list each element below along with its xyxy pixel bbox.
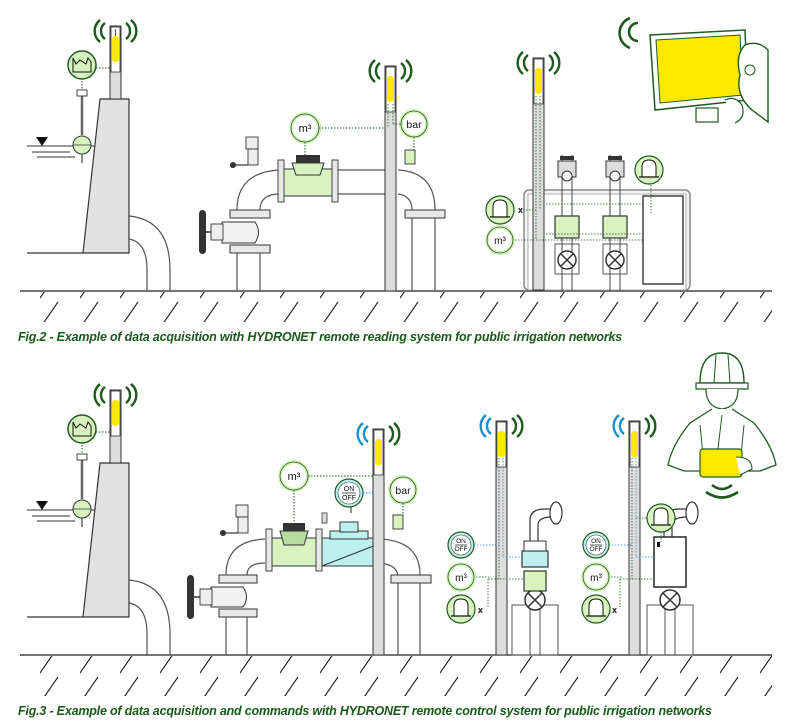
operator-monitor-illustration	[618, 16, 769, 124]
pressure-sensor-badge: bar	[399, 109, 429, 150]
ground	[20, 290, 772, 322]
alarm-bell-badge: x	[446, 594, 483, 624]
hydrant-cabinet-station	[523, 155, 691, 291]
alarm-bell-badge	[646, 503, 676, 542]
wireless-signal-icon	[93, 383, 138, 407]
level-gauge-icon	[67, 50, 113, 80]
wireless-signal-icon	[368, 59, 413, 83]
field-engineer-tablet-illustration	[667, 352, 777, 499]
figure-3-caption: Fig.3 - Example of data acquisition and …	[18, 704, 712, 718]
volume-label: m³	[299, 123, 312, 135]
wireless-signal-icon	[612, 414, 657, 438]
volume-meter-badge: m³	[278, 460, 378, 523]
antenna-unit-3	[488, 420, 524, 656]
on-off-command-badge: ON OFF	[582, 531, 632, 559]
volume-label: m³	[494, 236, 506, 247]
wireless-signal-icon	[516, 51, 561, 75]
level-gauge-icon	[67, 414, 113, 444]
wireless-signal-icon	[705, 483, 739, 499]
pressure-label: bar	[406, 119, 422, 131]
figure-2-remote-reading: m³ bar	[0, 0, 792, 325]
wireless-signal-icon	[356, 422, 401, 446]
antenna-unit-1	[109, 25, 122, 100]
antenna-unit-4	[620, 420, 654, 656]
alarm-bell-badge: x	[581, 594, 617, 624]
pipework-control-station	[187, 504, 432, 655]
wireless-signal-icon	[618, 16, 639, 50]
volume-meter-badge: m³	[446, 562, 490, 607]
volume-meter-badge: m³	[289, 112, 388, 155]
antenna-unit-3	[532, 57, 545, 291]
ground	[20, 654, 772, 696]
volume-label: m³	[455, 573, 467, 584]
pipework-meter-station	[199, 136, 446, 291]
on-label: ON	[344, 486, 355, 493]
alarm-bell-badge: x	[485, 195, 536, 225]
alarm-bell-badge	[634, 155, 664, 185]
antenna-unit-2	[384, 65, 401, 292]
figure-2-caption: Fig.2 - Example of data acquisition with…	[18, 330, 623, 344]
volume-meter-badge: m³	[485, 225, 643, 255]
figure-2-diagram: m³ bar	[20, 16, 772, 322]
off-label: OFF	[342, 495, 356, 502]
antenna-unit-2	[372, 428, 385, 656]
volume-label: m³	[590, 573, 602, 584]
on-off-command-badge: ON OFF	[447, 531, 499, 559]
pressure-sensor-badge: bar	[388, 475, 418, 515]
figure-3-remote-control: m³ ON OFF bar	[0, 345, 792, 700]
svg-text:x: x	[478, 605, 483, 615]
hydrant-control-unit-1	[511, 501, 563, 656]
off-label: OFF	[590, 546, 603, 553]
figure-3-diagram: m³ ON OFF bar	[20, 352, 777, 696]
wireless-signal-icon	[479, 414, 524, 438]
volume-label: m³	[288, 471, 301, 483]
pressure-label: bar	[395, 485, 411, 497]
volume-meter-badge: m³	[581, 562, 622, 607]
svg-text:x: x	[612, 605, 617, 615]
on-label: ON	[591, 538, 601, 545]
off-label: OFF	[455, 546, 468, 553]
wireless-signal-icon	[93, 19, 138, 43]
reservoir-dam	[27, 439, 171, 655]
antenna-unit-1	[109, 389, 122, 464]
on-label: ON	[456, 538, 466, 545]
on-off-command-badge: ON OFF	[334, 478, 380, 513]
reservoir-dam	[27, 75, 171, 291]
svg-text:x: x	[518, 205, 523, 215]
